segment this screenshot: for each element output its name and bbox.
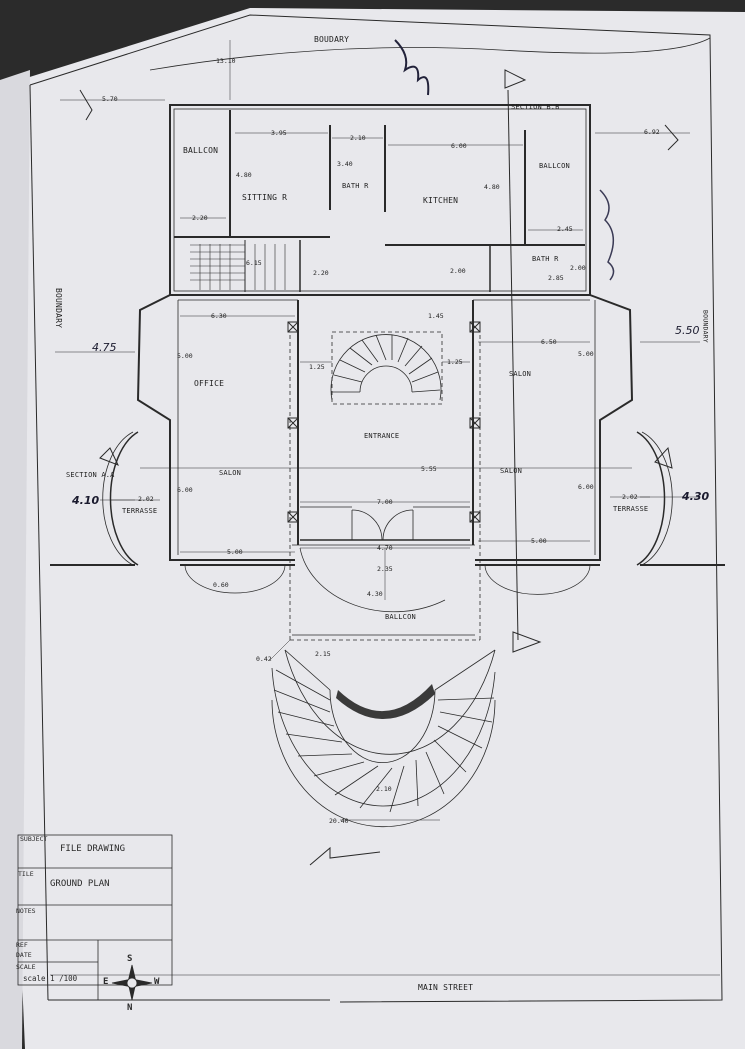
dim-label: 0.60 <box>213 581 229 589</box>
signature <box>394 39 430 96</box>
handwritten-dim-left-lower: 4.10 <box>72 494 100 507</box>
dim-label: 6.00 <box>578 483 594 491</box>
spiral-staircase <box>330 334 442 401</box>
title-block-date-label: DATE <box>16 951 32 959</box>
dim-label: 2.85 <box>548 274 564 282</box>
room-ballcon-front: BALLCON <box>385 613 416 621</box>
dim-label: 2.00 <box>570 264 586 272</box>
dim-label: 13.10 <box>216 57 236 65</box>
compass-e-label: E <box>103 977 109 987</box>
dim-label: 20.40 <box>329 817 349 825</box>
dim-label: 0.42 <box>256 655 272 663</box>
room-terrasse-left: TERRASSE <box>122 507 158 515</box>
section-aa-label: SECTION A.A <box>66 471 115 479</box>
room-salon-left: SALON <box>219 469 242 477</box>
dim-label: 5.00 <box>227 548 243 556</box>
title-block-title-label: TILE <box>18 870 34 878</box>
section-bb-label: SECTION B.B <box>511 103 560 111</box>
boundary-left-label: BOUNDARY <box>54 288 63 329</box>
main-street-label: MAIN STREET <box>418 983 474 992</box>
room-salon-right-top: SALON <box>509 370 532 378</box>
dim-label: 5.55 <box>421 465 437 473</box>
title-block-scale-value: scale 1 /100 <box>23 974 78 983</box>
room-kitchen: KITCHEN <box>423 196 459 205</box>
dim-label: 6.15 <box>246 259 262 267</box>
paper <box>5 8 745 1049</box>
compass-s-label: S <box>127 954 133 964</box>
dim-label: 3.40 <box>337 160 353 168</box>
dim-label: 6.30 <box>211 312 227 320</box>
dim-label: 5.70 <box>102 95 118 103</box>
dim-label: 6.50 <box>541 338 557 346</box>
dim-label: 6.00 <box>177 486 193 494</box>
dim-label: 5.00 <box>531 537 547 545</box>
front-curved-staircase <box>271 649 496 828</box>
room-ballcon-top-right: BALLCON <box>539 162 570 170</box>
room-terrasse-right: TERRASSE <box>613 505 649 513</box>
room-sitting: SITTING R <box>242 193 288 202</box>
dim-label: 4.70 <box>377 544 393 552</box>
dim-label: 2.02 <box>622 493 638 501</box>
dim-label: 2.02 <box>138 495 154 503</box>
room-ballcon-top-left: BALLCON <box>183 146 219 155</box>
dim-label: 3.95 <box>271 129 287 137</box>
dim-label: 2.35 <box>377 565 393 573</box>
dim-label: 2.20 <box>313 269 329 277</box>
dim-label: 4.30 <box>367 590 383 598</box>
compass-n-label: N <box>127 1003 133 1013</box>
dim-label: 2.00 <box>450 267 466 275</box>
dim-label: 4.80 <box>236 171 252 179</box>
room-bath-1: BATH R <box>342 182 369 190</box>
title-block-scale-label: SCALE <box>16 963 36 971</box>
handwritten-dim-right-lower: 4.30 <box>682 490 710 503</box>
dim-label: 6.00 <box>451 142 467 150</box>
handwritten-dim-left: 4.75 <box>92 341 117 354</box>
dim-label: 2.10 <box>350 134 366 142</box>
compass-w-label: W <box>154 977 160 987</box>
title-block-ref-label: REF <box>16 941 28 949</box>
dim-label: 2.15 <box>315 650 331 658</box>
room-entrance: ENTRANCE <box>364 432 400 440</box>
compass-rose <box>111 964 153 1001</box>
room-salon-right: SALON <box>500 467 523 475</box>
dim-label: 2.45 <box>557 225 573 233</box>
planter-shrub <box>336 684 435 720</box>
dim-label: 5.00 <box>578 350 594 358</box>
boundary-line <box>29 14 723 1003</box>
title-block-frame <box>17 834 173 1000</box>
room-bath-2: BATH R <box>532 255 559 263</box>
title-block-subject-value: FILE DRAWING <box>60 844 126 854</box>
handwritten-dim-right: 5.50 <box>675 324 700 337</box>
dim-label: 2.10 <box>376 785 392 793</box>
dim-label: 7.00 <box>377 498 393 506</box>
boundary-top-label: BOUDARY <box>314 35 350 44</box>
room-office: OFFICE <box>194 379 225 388</box>
dim-label: 1.25 <box>309 363 325 371</box>
boundary-right-label: BOUNDARY <box>701 310 710 343</box>
lower-block-wall <box>136 294 295 561</box>
upper-block-wall <box>169 104 591 296</box>
dim-label: 4.80 <box>484 183 500 191</box>
dim-label: 1.25 <box>447 358 463 366</box>
dim-label: 6.92 <box>644 128 660 136</box>
title-block-subject-label: SUBJECT <box>20 835 48 843</box>
dim-label: 1.45 <box>428 312 444 320</box>
title-block-notes-label: NOTES <box>16 907 36 915</box>
dim-label: 5.00 <box>177 352 193 360</box>
dim-label: 2.20 <box>192 214 208 222</box>
title-block-title-value: GROUND PLAN <box>50 879 110 889</box>
